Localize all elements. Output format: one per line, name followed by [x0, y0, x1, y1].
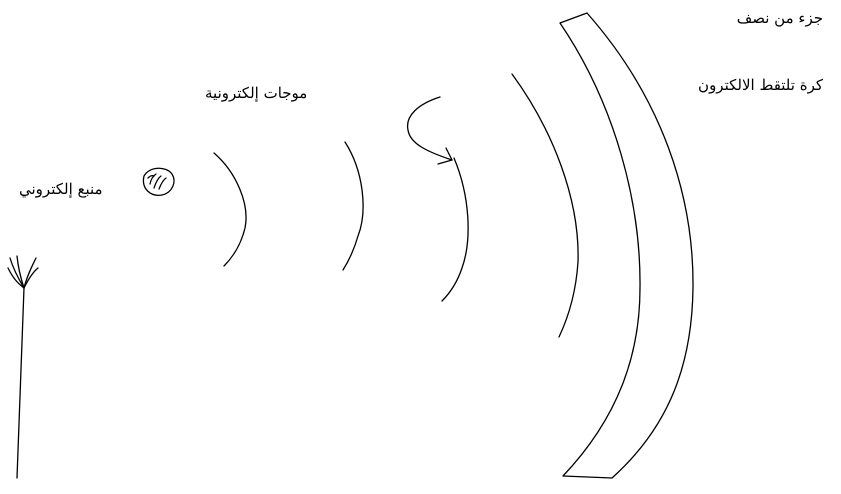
- hemisphere-collector: [560, 13, 693, 478]
- hemisphere-label-line1: جزء من نصف: [737, 9, 823, 27]
- wavefront-2: [343, 142, 363, 270]
- antenna-wire-icon: [8, 256, 38, 478]
- wavefront-4: [512, 74, 578, 337]
- source-label: منبع إلكتروني: [19, 180, 103, 198]
- curved-arrow-icon: [408, 97, 452, 164]
- wavefront-1: [214, 153, 246, 266]
- waves-label: موجات إلكترونية: [205, 84, 307, 102]
- hemisphere-label-line2: كرة تلتقط الالكترون: [698, 76, 823, 94]
- wavefront-3: [442, 158, 468, 301]
- electron-source-icon: [143, 168, 174, 195]
